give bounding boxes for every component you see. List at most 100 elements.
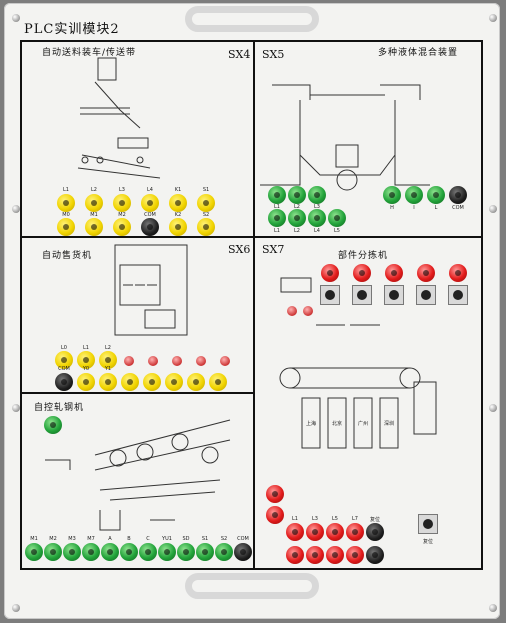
jack-yellow[interactable] xyxy=(197,194,215,212)
bin-label: 广州 xyxy=(357,421,368,427)
jack-label: L5 xyxy=(332,516,338,522)
grid-divider xyxy=(253,40,255,570)
jack-green[interactable] xyxy=(63,543,81,561)
screw-icon xyxy=(489,205,497,213)
jack-yellow[interactable] xyxy=(85,218,103,236)
jack-green[interactable] xyxy=(158,543,176,561)
jack-yellow[interactable] xyxy=(57,194,75,212)
grid-divider xyxy=(20,392,255,394)
jack-yellow[interactable] xyxy=(57,218,75,236)
jack-yellow[interactable] xyxy=(121,373,139,391)
push-button[interactable] xyxy=(320,285,340,305)
jack-green[interactable] xyxy=(139,543,157,561)
jack-yellow[interactable] xyxy=(113,218,131,236)
screw-icon xyxy=(489,14,497,22)
push-button[interactable] xyxy=(416,285,436,305)
jack-green[interactable] xyxy=(308,186,326,204)
jack-yellow[interactable] xyxy=(85,194,103,212)
jack-green[interactable] xyxy=(196,543,214,561)
jack-red[interactable] xyxy=(353,264,371,282)
jack-yellow[interactable] xyxy=(209,373,227,391)
jack-green[interactable] xyxy=(101,543,119,561)
plc-training-board xyxy=(4,3,500,619)
jack-black[interactable] xyxy=(449,186,467,204)
jack-green[interactable] xyxy=(82,543,100,561)
jack-yellow[interactable] xyxy=(165,373,183,391)
jack-label: L2 xyxy=(105,345,111,351)
grid-divider xyxy=(20,236,483,238)
jack-label: 复位 xyxy=(369,517,380,523)
jack-label: L2 xyxy=(294,204,300,210)
jack-label: SD xyxy=(182,536,190,542)
jack-black[interactable] xyxy=(366,546,384,564)
jack-green[interactable] xyxy=(120,543,138,561)
jack-label: B xyxy=(127,536,131,542)
jack-red[interactable] xyxy=(449,264,467,282)
jack-yellow[interactable] xyxy=(99,373,117,391)
jack-yellow[interactable] xyxy=(77,351,95,369)
jack-label: L1 xyxy=(83,345,89,351)
jack-red[interactable] xyxy=(306,546,324,564)
jack-red[interactable] xyxy=(346,523,364,541)
jack-green[interactable] xyxy=(268,186,286,204)
jack-yellow[interactable] xyxy=(187,373,205,391)
jack-red[interactable] xyxy=(266,506,284,524)
jack-green[interactable] xyxy=(427,186,445,204)
jack-green[interactable] xyxy=(308,209,326,227)
jack-yellow[interactable] xyxy=(143,373,161,391)
jack-label: H xyxy=(390,205,394,211)
jack-label: M3 xyxy=(68,536,76,542)
jack-green[interactable] xyxy=(288,209,306,227)
jack-green[interactable] xyxy=(405,186,423,204)
jack-label: L5 xyxy=(334,228,340,234)
reset-button[interactable] xyxy=(418,514,438,534)
jack-red[interactable] xyxy=(326,546,344,564)
jack-red[interactable] xyxy=(306,523,324,541)
jack-black[interactable] xyxy=(366,523,384,541)
jack-green[interactable] xyxy=(268,209,286,227)
jack-label: S2 xyxy=(220,536,228,542)
jack-red[interactable] xyxy=(286,546,304,564)
push-button[interactable] xyxy=(352,285,372,305)
jack-yellow[interactable] xyxy=(113,194,131,212)
jack-label: YU1 xyxy=(162,536,172,542)
jack-yellow[interactable] xyxy=(169,218,187,236)
jack-label: Y0 xyxy=(82,366,90,372)
rolling-mill-name: 自控轧钢机 xyxy=(34,403,85,413)
bin-label: 北京 xyxy=(331,421,342,427)
jack-red[interactable] xyxy=(266,485,284,503)
jack-green[interactable] xyxy=(25,543,43,561)
jack-label: Y1 xyxy=(104,366,112,372)
push-button[interactable] xyxy=(384,285,404,305)
jack-red[interactable] xyxy=(326,523,344,541)
jack-label: COM xyxy=(452,205,464,211)
jack-green[interactable] xyxy=(328,209,346,227)
indicator-lamp xyxy=(303,306,313,316)
indicator-lamp xyxy=(124,356,134,366)
jack-yellow[interactable] xyxy=(55,351,73,369)
jack-label: L4 xyxy=(314,228,320,234)
jack-green[interactable] xyxy=(177,543,195,561)
jack-yellow[interactable] xyxy=(99,351,117,369)
jack-red[interactable] xyxy=(346,546,364,564)
jack-black[interactable] xyxy=(141,218,159,236)
jack-green[interactable] xyxy=(44,416,62,434)
jack-label: K1 xyxy=(174,187,182,193)
indicator-lamp xyxy=(172,356,182,366)
jack-yellow[interactable] xyxy=(141,194,159,212)
jack-black[interactable] xyxy=(55,373,73,391)
jack-red[interactable] xyxy=(417,264,435,282)
jack-yellow[interactable] xyxy=(197,218,215,236)
indicator-lamp xyxy=(148,356,158,366)
jack-green[interactable] xyxy=(44,543,62,561)
jack-green[interactable] xyxy=(383,186,401,204)
jack-red[interactable] xyxy=(286,523,304,541)
jack-yellow[interactable] xyxy=(169,194,187,212)
jack-black[interactable] xyxy=(234,543,252,561)
jack-green[interactable] xyxy=(215,543,233,561)
push-button[interactable] xyxy=(448,285,468,305)
jack-green[interactable] xyxy=(288,186,306,204)
jack-red[interactable] xyxy=(385,264,403,282)
jack-red[interactable] xyxy=(321,264,339,282)
jack-yellow[interactable] xyxy=(77,373,95,391)
